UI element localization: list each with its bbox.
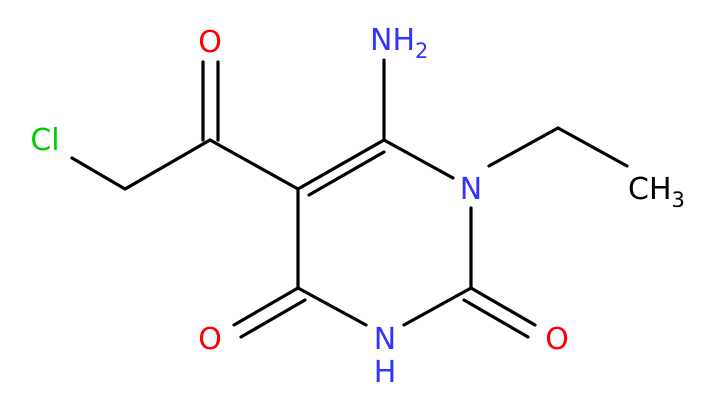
bonds [70,58,629,339]
bond-c5-c6 [296,138,386,191]
atom-labels: O Cl NH2 N CH3 O N H O [30,23,685,390]
bond-c5-c6-inner [307,150,386,197]
bond-c2-n3 [402,286,473,327]
bond-acyl-c5 [208,138,300,191]
atom-o-acyl: O [198,25,222,60]
bond-n1-ethyl [487,126,560,168]
atom-o2: O [545,322,569,357]
bond-c2-o-b [462,298,530,339]
atom-n3: N [374,322,396,357]
atom-ch3-main: CH [628,172,672,207]
atom-cl: Cl [30,123,59,158]
atom-nh2: NH2 [370,23,428,63]
atom-ch3-sub: 3 [672,188,685,212]
atom-n1: N [460,172,482,207]
atom-o4: O [198,322,222,357]
bond-ch2-cl [70,156,127,191]
bond-c4-o-a [232,286,300,327]
atom-nh2-main: NH [370,23,415,58]
atom-nh2-sub: 2 [415,39,428,63]
bond-n3-c4 [296,286,368,327]
bond-c2-o-a [469,286,537,327]
bond-ethyl-ch3 [556,126,629,168]
bond-acyl-ch2 [123,138,212,191]
bond-c6-n1 [382,138,455,180]
atom-ch3: CH3 [628,172,685,212]
bond-c4-o-b [239,298,307,339]
atom-h3: H [374,355,397,390]
